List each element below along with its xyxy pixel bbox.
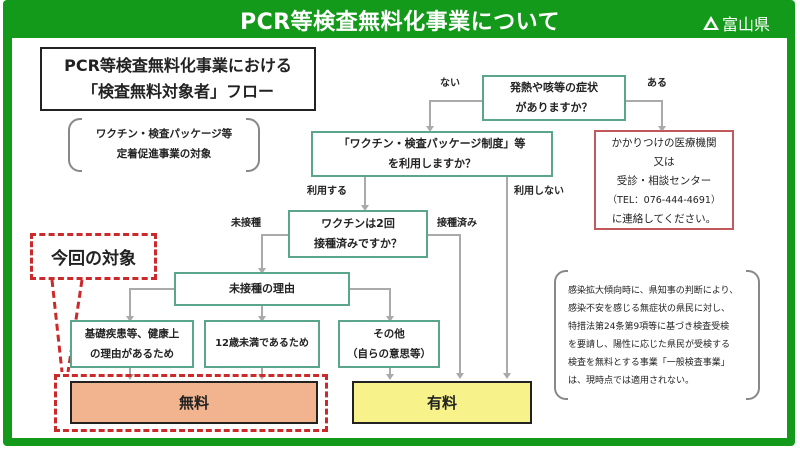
vaccine-package-note-line2: 定着促進事業の対象 [116,148,212,160]
package-question-node: 「ワクチン・検査パッケージ制度」等 を利用しますか？ [311,131,553,177]
reason-health-line1: 基礎疾患等、健康上 [84,328,180,340]
unvaccinated-reason-node: 未接種の理由 [174,272,350,306]
edge-label-uses: 利用する [307,186,347,197]
contact-phone: （TEL：076-444-4691） [607,195,721,206]
edge-label-vaccinated: 接種済み [437,218,477,229]
general-note-line3: 特措法第24条第9項等に基づき検査受検 [568,322,730,332]
general-note-line4: を要請し、陽性に応じた県民が受検する [568,340,731,350]
reason-under12-node: 12歳未満であるため [204,320,320,368]
general-note-line2: 感染不安を感じる無症状の県民に対し、 [568,304,731,314]
callout-pointer-left [50,279,64,373]
prefecture-logo: 富山県 [702,11,770,35]
header-bar: PCR等検査無料化事業について 富山県 [0,0,800,38]
connector-vaccinated [426,234,461,375]
vaccine-package-note-line1: ワクチン・検査パッケージ等 [95,128,233,140]
result-free-label: 無料 [178,394,209,412]
edge-label-no-symptoms: ない [440,78,460,89]
result-free: 無料 [70,381,318,424]
connector-unvaccinated [261,234,289,270]
flow-title-box: PCR等検査無料化事業における 「検査無料対象者」フロー [40,47,316,111]
contact-line1: かかりつけの医療機関 [611,137,717,149]
connector-has-symptoms [626,100,663,128]
contact-line2: 又は [653,156,675,168]
vaccine-question-line2: 接種済みですか？ [314,237,402,250]
contact-line5: に連絡してください。 [611,213,717,225]
general-note-line6: は、現時点では適用されない。 [568,376,695,386]
vaccine-question-line1: ワクチンは2回 [321,217,395,230]
target-highlight-frame [54,374,328,432]
general-test-note: 感染拡大傾向時に、県知事の判断により、 感染不安を感じる無症状の県民に対し、 特… [554,270,760,400]
page-title: PCR等検査無料化事業について [239,10,561,35]
prefecture-emblem-icon [702,16,719,30]
reason-other-line2: （自らの意思等） [347,348,431,360]
general-note-line1: 感染拡大傾向時に、県知事の判断により、 [568,286,739,296]
reason-under12-label: 12歳未満であるため [215,338,309,349]
connector-reason-health [129,288,175,318]
general-note-line5: 検査を無料とする事業「一般検査事業」 [568,358,730,368]
connector-reason-other [350,288,391,318]
symptom-question-line1: 発熱や咳等の症状 [510,81,598,94]
reason-health-line2: の理由があるため [90,348,174,360]
callout-label: 今回の対象 [51,249,136,269]
vaccine-package-note: ワクチン・検査パッケージ等 定着促進事業の対象 [68,118,260,172]
symptom-question-node: 発熱や咳等の症状 がありますか？ [482,75,626,121]
flow-title-line2: 「検査無料対象者」フロー [81,82,274,101]
connector-no-symptoms [429,100,482,128]
reason-other-line1: その他 [373,328,405,340]
flow-title-line1: PCR等検査無料化事業における [64,56,292,75]
reason-other-node: その他 （自らの意思等） [338,320,440,368]
result-paid: 有料 [352,381,532,424]
edge-label-not-uses: 利用しない [514,186,564,197]
package-question-line1: 「ワクチン・検査パッケージ制度」等 [338,137,526,150]
current-target-callout: 今回の対象 [30,233,157,280]
unvaccinated-reason-label: 未接種の理由 [229,282,295,295]
edge-label-has-symptoms: ある [647,78,667,89]
package-question-line2: を利用しますか？ [388,157,476,170]
edge-label-unvaccinated: 未接種 [231,218,261,229]
symptom-question-line2: がありますか？ [515,101,593,114]
vaccine-question-node: ワクチンは2回 接種済みですか？ [288,210,428,258]
logo-text: 富山県 [721,15,770,34]
reason-health-node: 基礎疾患等、健康上 の理由があるため [70,320,194,368]
result-paid-label: 有料 [426,394,457,412]
contact-line3: 受診・相談センター [616,175,712,187]
contact-clinic-node: かかりつけの医療機関 又は 受診・相談センター （TEL：076-444-469… [594,130,734,230]
